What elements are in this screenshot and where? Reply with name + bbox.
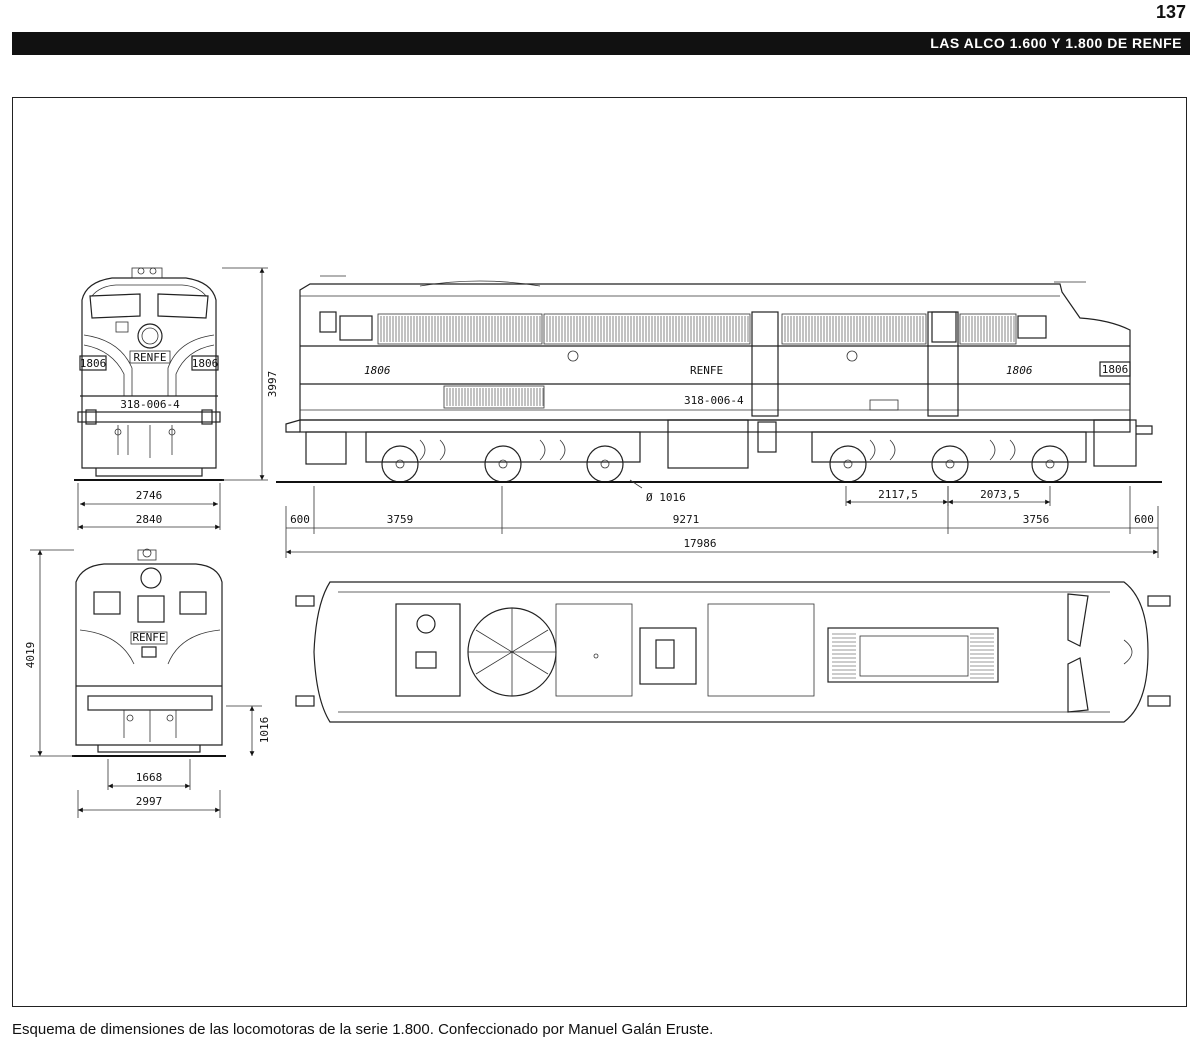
front-number-left: 1806 bbox=[80, 357, 107, 370]
front-view-dimensions: 3997 2746 2840 bbox=[77, 267, 279, 530]
bogie-left bbox=[365, 431, 641, 483]
bogie-right bbox=[811, 431, 1087, 483]
front-inner-width-dim: 2746 bbox=[136, 489, 163, 502]
rear-buffer-height-dim: 1016 bbox=[258, 717, 271, 744]
side-brand: RENFE bbox=[690, 364, 723, 377]
side-view: 1806 RENFE 1806 1806 318-006-4 bbox=[276, 275, 1162, 679]
running-header-bar: LAS ALCO 1.600 Y 1.800 DE RENFE bbox=[12, 32, 1190, 55]
rear-brand: RENFE bbox=[132, 631, 165, 644]
wheel-diameter-dim: Ø 1016 bbox=[646, 491, 686, 504]
figure-caption: Esquema de dimensiones de las locomotora… bbox=[12, 1021, 714, 1038]
total-length-dim: 17986 bbox=[683, 537, 716, 550]
side-number-right: 1806 bbox=[1006, 364, 1033, 377]
axle-spacing-b-dim: 2073,5 bbox=[980, 488, 1020, 501]
bogie-centers-dim: 9271 bbox=[673, 513, 700, 526]
rear-view-dimensions: 4019 1016 1668 2997 bbox=[24, 549, 271, 818]
rear-view: RENFE bbox=[72, 548, 226, 757]
front-brand: RENFE bbox=[133, 351, 166, 364]
side-number-left: 1806 bbox=[364, 364, 391, 377]
front-height-dim: 3997 bbox=[266, 371, 279, 398]
plan-view bbox=[295, 581, 1171, 723]
axle-spacing-a-dim: 2117,5 bbox=[878, 488, 918, 501]
rear-outer-width-dim: 2997 bbox=[136, 795, 163, 808]
side-nose-number: 1806 bbox=[1102, 363, 1129, 376]
rear-height-dim: 4019 bbox=[24, 642, 37, 669]
overhang-right-dim: 600 bbox=[1134, 513, 1154, 526]
bogie-left-dim: 3759 bbox=[387, 513, 414, 526]
side-serial: 318-006-4 bbox=[684, 394, 744, 407]
front-serial: 318-006-4 bbox=[120, 398, 180, 411]
drawing-frame bbox=[12, 97, 1187, 1007]
rear-inner-width-dim: 1668 bbox=[136, 771, 163, 784]
side-louvres-1 bbox=[377, 313, 1017, 409]
front-view: 1806 1806 RENFE 318-006-4 bbox=[74, 267, 224, 481]
front-outer-width-dim: 2840 bbox=[136, 513, 163, 526]
page-number: 137 bbox=[1155, 2, 1186, 22]
side-louvre-slats bbox=[380, 316, 1015, 679]
side-view-dimensions: Ø 1016 2117,5 2073,5 600 3759 9271 3756 … bbox=[285, 479, 1159, 558]
overhang-left-dim: 600 bbox=[290, 513, 310, 526]
bogie-right-dim: 3756 bbox=[1023, 513, 1050, 526]
running-header-title: LAS ALCO 1.600 Y 1.800 DE RENFE bbox=[930, 35, 1182, 51]
front-number-right: 1806 bbox=[192, 357, 219, 370]
